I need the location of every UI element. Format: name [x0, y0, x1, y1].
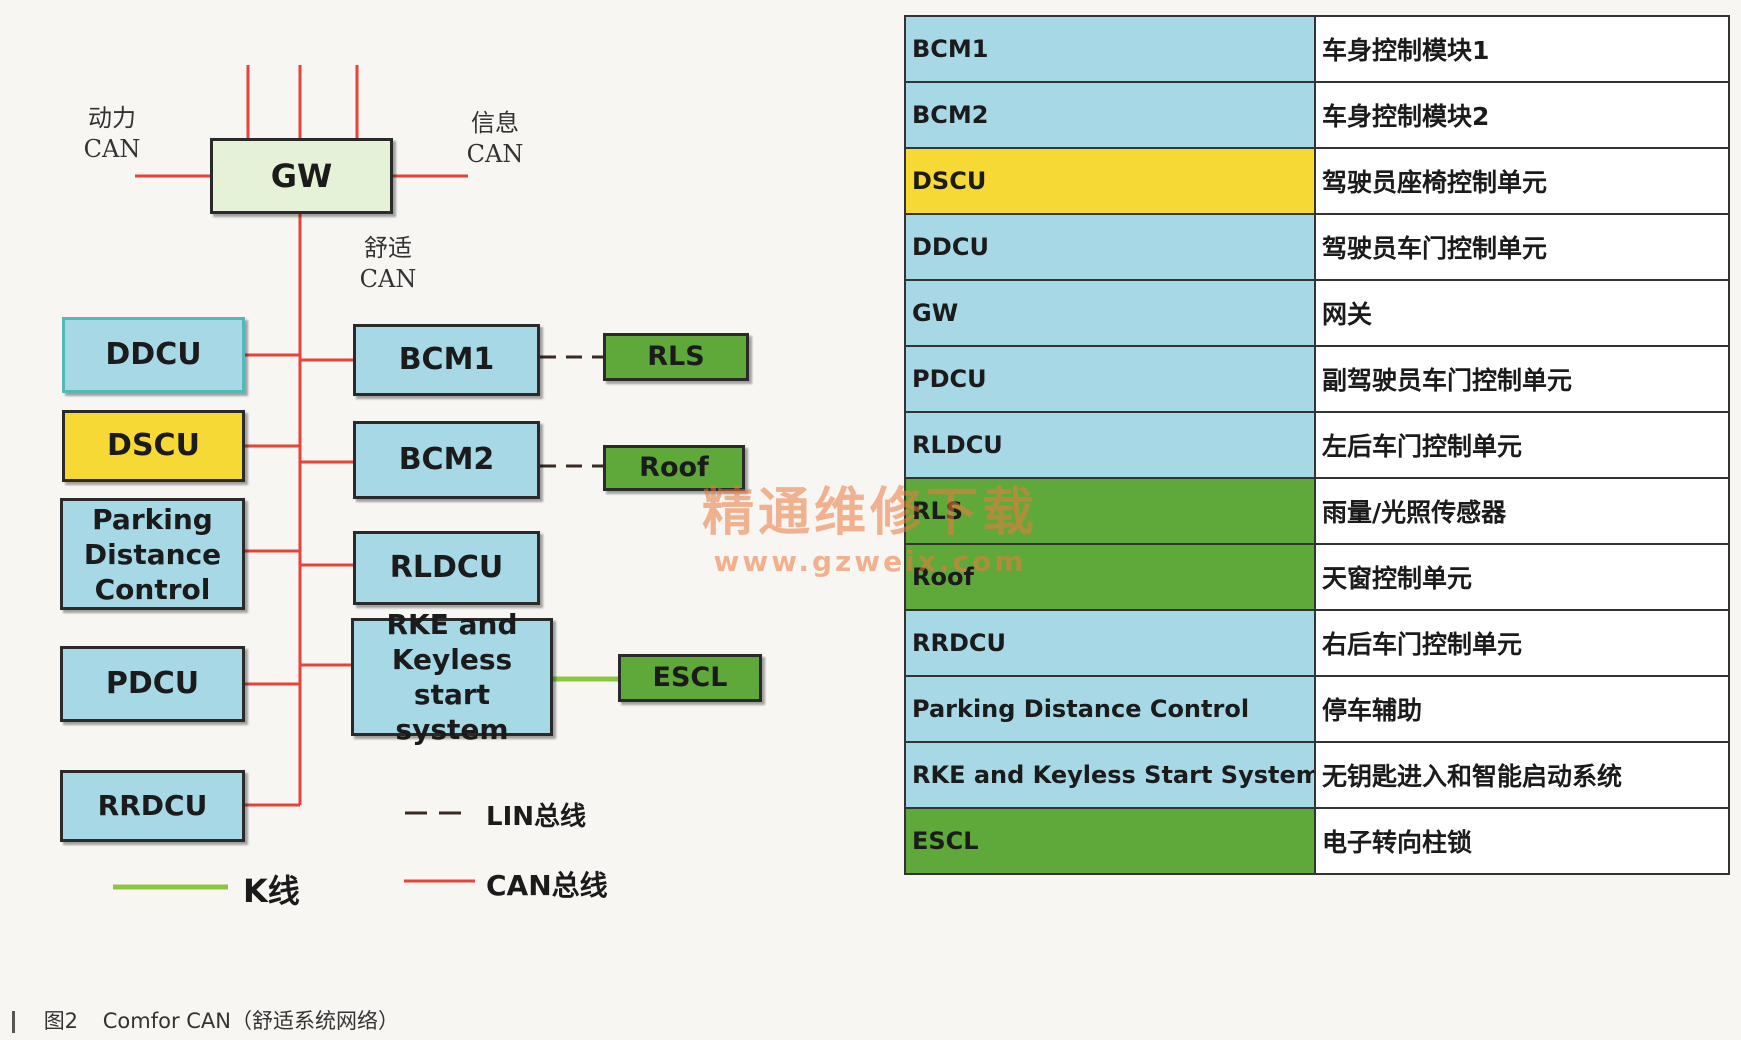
module-dscu: DSCU	[62, 410, 245, 482]
module-abbreviation: RRDCU	[904, 609, 1316, 677]
power-can-label: 动力 CAN	[83, 104, 141, 164]
module-abbreviation: ESCL	[904, 807, 1316, 875]
legend-lin-label: LIN总线	[486, 802, 587, 832]
legend-k-line-label: K线	[243, 872, 300, 910]
module-description: 驾驶员车门控制单元	[1314, 213, 1730, 281]
module-abbreviation: RLDCU	[904, 411, 1316, 479]
network-diagram	[113, 65, 618, 890]
module-rrdcu: RRDCU	[60, 770, 245, 842]
module-abbreviation: BCM2	[904, 81, 1316, 149]
info-can-label: 信息 CAN	[466, 109, 524, 169]
module-abbreviation: RLS	[904, 477, 1316, 545]
legend-can-label: CAN总线	[486, 869, 608, 902]
lin-bus-lines	[540, 355, 603, 468]
comfort-can-label: 舒适 CAN	[359, 234, 417, 294]
caption-text: Comfor CAN（舒适系统网络）	[102, 1009, 400, 1033]
module-description: 雨量/光照传感器	[1314, 477, 1730, 545]
module-rldcu: RLDCU	[353, 531, 540, 605]
figure-caption: 图2 Comfor CAN（舒适系统网络）	[12, 1005, 399, 1035]
gateway-box: GW	[210, 138, 393, 214]
module-description: 车身控制模块2	[1314, 81, 1730, 149]
module-abbreviation: BCM1	[904, 15, 1316, 83]
module-description: 左后车门控制单元	[1314, 411, 1730, 479]
module-bcm2: BCM2	[353, 421, 540, 499]
module-abbreviation: DSCU	[904, 147, 1316, 215]
module-description: 无钥匙进入和智能启动系统	[1314, 741, 1730, 809]
module-description: 天窗控制单元	[1314, 543, 1730, 611]
module-description: 电子转向柱锁	[1314, 807, 1730, 875]
module-parking-distance-control: Parking Distance Control	[60, 498, 245, 610]
caption-figure-number: 图2	[43, 1009, 79, 1033]
caption-bar	[12, 1011, 15, 1033]
module-description: 驾驶员座椅控制单元	[1314, 147, 1730, 215]
module-rke-keyless: RKE and Keyless start system	[351, 608, 553, 746]
module-abbreviation: Parking Distance Control	[904, 675, 1316, 743]
module-abbreviation: RKE and Keyless Start System	[904, 741, 1316, 809]
module-description: 右后车门控制单元	[1314, 609, 1730, 677]
module-ddcu: DDCU	[62, 317, 245, 393]
module-abbreviation: PDCU	[904, 345, 1316, 413]
module-abbreviation: Roof	[904, 543, 1316, 611]
module-pdcu: PDCU	[60, 646, 245, 722]
module-description: 车身控制模块1	[1314, 15, 1730, 83]
module-escl: ESCL	[618, 654, 762, 702]
module-abbreviation: DDCU	[904, 213, 1316, 281]
can-bus-lines	[135, 65, 468, 807]
module-description: 副驾驶员车门控制单元	[1314, 345, 1730, 413]
module-rls: RLS	[603, 333, 749, 381]
module-abbreviation: GW	[904, 279, 1316, 347]
module-description: 停车辅助	[1314, 675, 1730, 743]
module-description: 网关	[1314, 279, 1730, 347]
module-bcm1: BCM1	[353, 324, 540, 396]
module-roof: Roof	[603, 445, 745, 491]
